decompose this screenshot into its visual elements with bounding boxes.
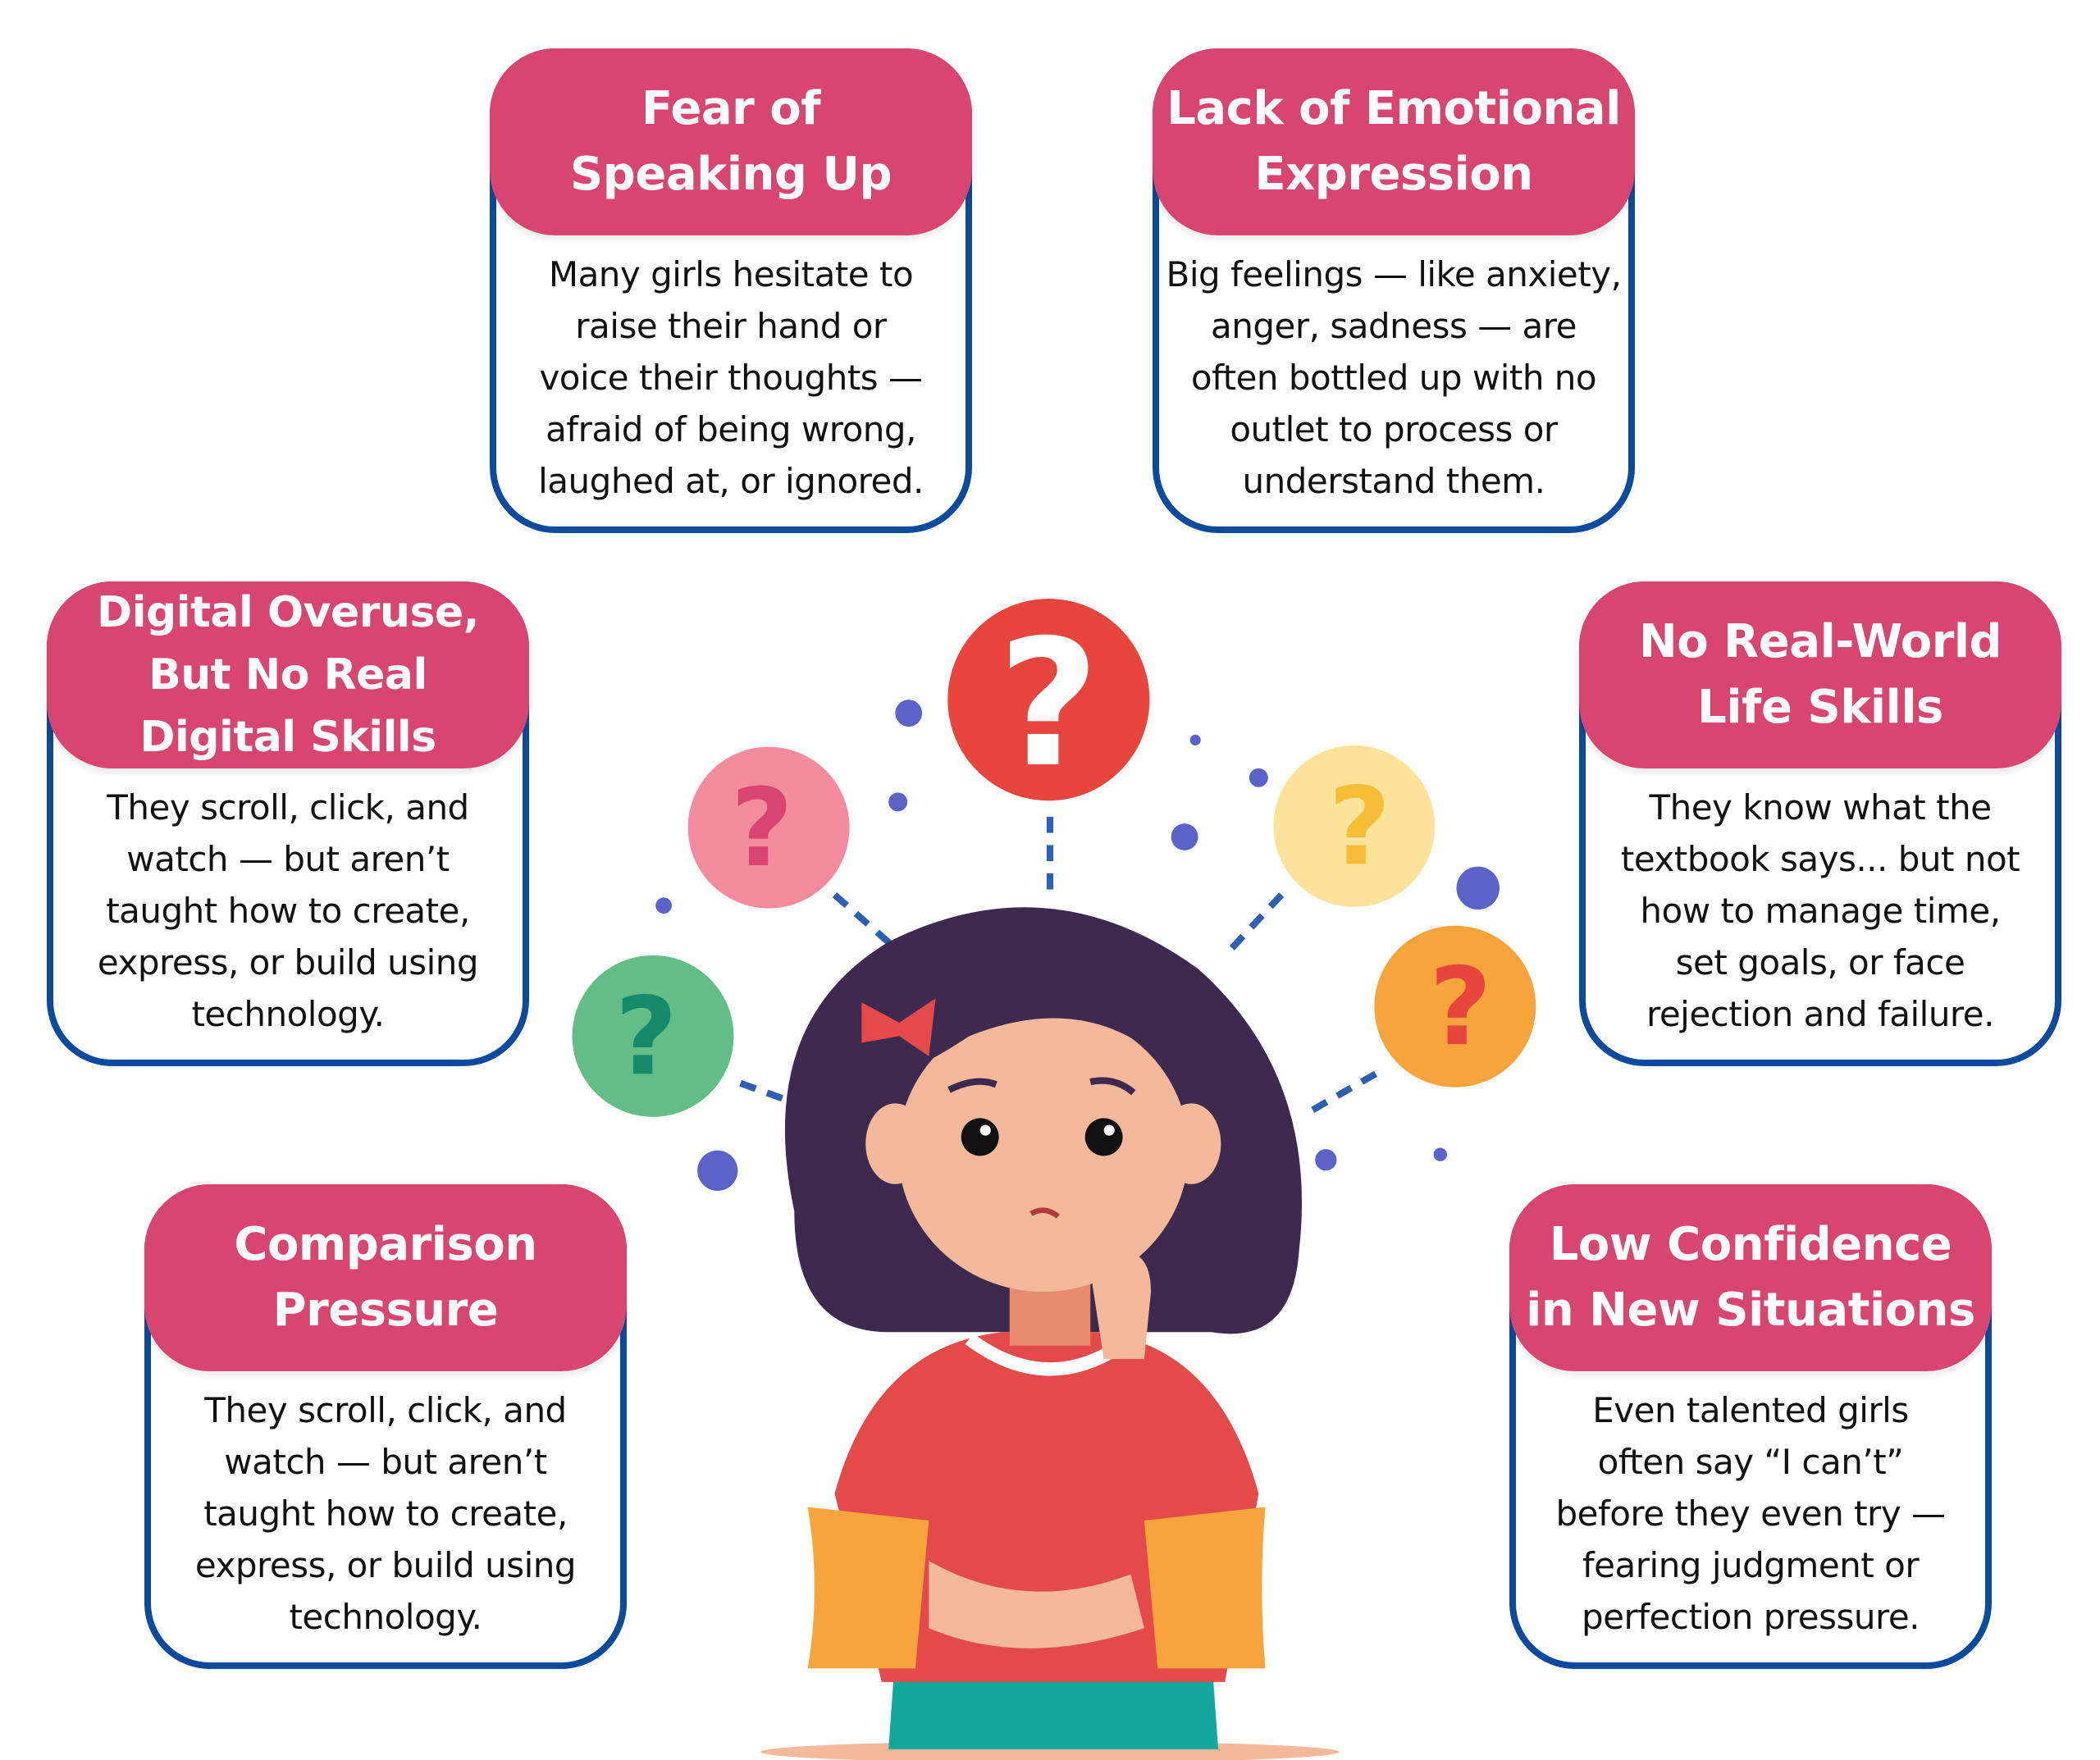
card-text: Big feelings — like anxiety, bbox=[1166, 254, 1622, 294]
card-body: Even talented girls often say “I can’t” … bbox=[1516, 1384, 1985, 1643]
card-text: express, or build using bbox=[97, 942, 479, 983]
card-text: fearing judgment or bbox=[1582, 1545, 1920, 1585]
question-mark-orange-icon: ? bbox=[1374, 925, 1536, 1087]
card-title: Digital Skills bbox=[139, 713, 436, 762]
card-text: They scroll, click, and bbox=[107, 787, 469, 828]
card-text: watch — but aren’t bbox=[224, 1442, 547, 1482]
card-header: Low Confidence in New Situations bbox=[1509, 1184, 1992, 1371]
card-text: taught how to create, bbox=[203, 1493, 568, 1534]
card-text: afraid of being wrong, bbox=[546, 409, 916, 449]
svg-text:?: ? bbox=[1429, 944, 1491, 1069]
card-title: But No Real bbox=[148, 650, 427, 700]
card-text: voice their thoughts — bbox=[539, 358, 923, 398]
card-title: Lack of Emotional bbox=[1166, 82, 1621, 135]
card-text: laughed at, or ignored. bbox=[538, 461, 924, 501]
card-title: Low Confidence bbox=[1549, 1218, 1952, 1271]
card-title: Digital Overuse, bbox=[97, 588, 479, 637]
card-text: raise their hand or bbox=[575, 306, 887, 346]
card-lack-of-emotional-expression: Lack of Emotional Expression Big feeling… bbox=[1153, 48, 1635, 533]
card-text: watch — but aren’t bbox=[126, 839, 450, 879]
card-text: express, or build using bbox=[194, 1545, 577, 1585]
card-text: Even talented girls bbox=[1592, 1390, 1909, 1430]
card-title: in New Situations bbox=[1526, 1284, 1975, 1337]
card-text: They know what the bbox=[1649, 787, 1992, 828]
card-title: Pressure bbox=[272, 1284, 499, 1337]
card-body: They scroll, click, and watch — but aren… bbox=[151, 1384, 620, 1643]
card-header: Lack of Emotional Expression bbox=[1153, 48, 1635, 235]
svg-text:?: ? bbox=[1328, 764, 1390, 889]
card-header: Fear of Speaking Up bbox=[490, 48, 972, 235]
card-low-confidence: Low Confidence in New Situations Even ta… bbox=[1509, 1184, 1992, 1669]
card-header: No Real-World Life Skills bbox=[1579, 581, 2061, 768]
card-title: Comparison bbox=[234, 1218, 537, 1271]
card-header: Comparison Pressure bbox=[144, 1184, 627, 1371]
question-mark-green-icon: ? bbox=[572, 955, 734, 1117]
svg-text:?: ? bbox=[998, 603, 1100, 806]
card-text: set goals, or face bbox=[1675, 942, 1965, 983]
card-text: often say “I can’t” bbox=[1597, 1442, 1904, 1482]
card-title: Life Skills bbox=[1697, 681, 1943, 734]
card-digital-overuse: Digital Overuse, But No Real Digital Ski… bbox=[47, 581, 529, 1066]
card-text: perfection pressure. bbox=[1581, 1597, 1920, 1637]
card-title: Expression bbox=[1254, 148, 1533, 201]
card-title: Fear of bbox=[641, 82, 821, 135]
question-mark-yellow-icon: ? bbox=[1273, 745, 1436, 907]
card-comparison-pressure: Comparison Pressure They scroll, click, … bbox=[144, 1184, 627, 1669]
card-text: rejection and failure. bbox=[1646, 994, 1994, 1034]
question-mark-red-icon: ? bbox=[947, 599, 1150, 806]
decorative-dots bbox=[655, 700, 1500, 1191]
card-text: often bottled up with no bbox=[1190, 358, 1597, 398]
card-text: how to manage time, bbox=[1640, 891, 2001, 931]
card-text: They scroll, click, and bbox=[204, 1390, 567, 1430]
card-body: They scroll, click, and watch — but aren… bbox=[53, 782, 523, 1040]
card-text: technology. bbox=[191, 994, 385, 1034]
card-header: Digital Overuse, But No Real Digital Ski… bbox=[47, 581, 529, 768]
card-title: No Real-World bbox=[1638, 615, 2002, 668]
card-text: understand them. bbox=[1242, 461, 1545, 501]
card-text: anger, sadness — are bbox=[1211, 306, 1577, 346]
card-fear-of-speaking-up: Fear of Speaking Up Many girls hesitate … bbox=[490, 48, 972, 533]
card-body: They know what the textbook says... but … bbox=[1586, 782, 2055, 1040]
svg-text:?: ? bbox=[731, 765, 793, 891]
svg-text:?: ? bbox=[615, 973, 678, 1099]
card-text: taught how to create, bbox=[106, 891, 470, 931]
question-mark-pink-icon: ? bbox=[687, 746, 850, 909]
card-text: technology. bbox=[289, 1597, 482, 1637]
card-text: before they even try — bbox=[1555, 1493, 1946, 1534]
card-body: Big feelings — like anxiety, anger, sadn… bbox=[1159, 248, 1628, 507]
card-no-real-world-life-skills: No Real-World Life Skills They know what… bbox=[1579, 581, 2061, 1066]
card-title: Speaking Up bbox=[569, 148, 892, 201]
card-text: outlet to process or bbox=[1230, 409, 1558, 449]
card-body: Many girls hesitate to raise their hand … bbox=[496, 248, 966, 507]
card-text: textbook says... but not bbox=[1620, 839, 2020, 879]
girl-figure bbox=[760, 907, 1340, 1760]
card-text: Many girls hesitate to bbox=[548, 254, 914, 294]
